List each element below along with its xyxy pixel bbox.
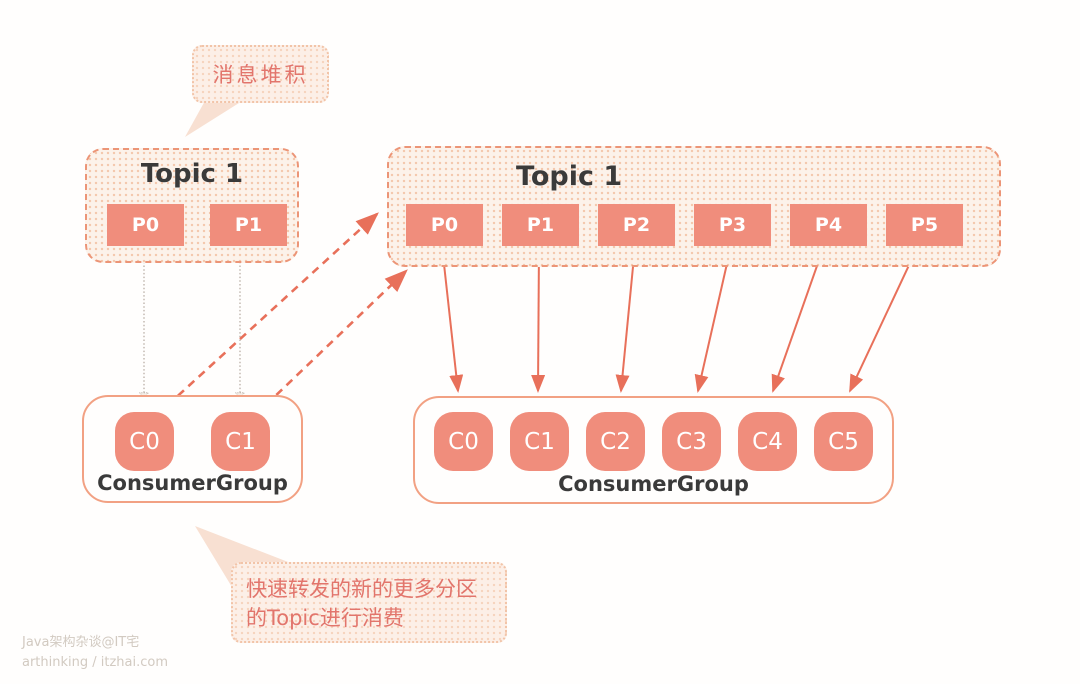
consumer-right-c2: C2 <box>586 412 645 471</box>
arrow-right-p3-c3 <box>694 245 732 393</box>
consumer-group-left-box: C0 C1 ConsumerGroup <box>82 395 303 503</box>
consumer-right-c3: C3 <box>662 412 721 471</box>
topic-right-partitions: P0 P1 P2 P3 P4 P5 <box>406 204 963 246</box>
consumer-right-c0: C0 <box>434 412 493 471</box>
topic-right-box: Topic 1 P0 P1 P2 P3 P4 P5 <box>387 146 1001 267</box>
watermark-line2: arthinking / itzhai.com <box>22 655 169 670</box>
consumer-group-right-consumers: C0 C1 C2 C3 C4 C5 <box>415 412 892 471</box>
callout-bottom-line2: 的Topic进行消费 <box>246 606 404 630</box>
arrow-right-p4-c4 <box>771 245 825 393</box>
callout-top-text: 消息堆积 <box>212 63 309 87</box>
consumer-left-c1: C1 <box>211 412 270 471</box>
consumer-group-left-consumers: C0 C1 <box>84 412 301 471</box>
partition-right-p0: P0 <box>406 204 483 246</box>
callout-fast-forward: 快速转发的新的更多分区 的Topic进行消费 <box>231 562 507 643</box>
callout-top-tail <box>185 99 239 137</box>
topic-left-partitions: P0 P1 <box>107 204 287 246</box>
partition-right-p5: P5 <box>886 204 963 246</box>
watermark-line1: Java架构杂谈@IT宅 <box>22 635 140 650</box>
topic-right-title: Topic 1 <box>516 161 623 192</box>
consumer-group-right-box: C0 C1 C2 C3 C4 C5 ConsumerGroup <box>413 396 894 504</box>
partition-right-p4: P4 <box>790 204 867 246</box>
arrow-right-p0-c0 <box>441 245 464 393</box>
watermark: Java架构杂谈@IT宅 arthinking / itzhai.com <box>22 633 168 673</box>
partition-left-p1: P1 <box>210 204 287 246</box>
partition-right-p2: P2 <box>598 204 675 246</box>
partition-left-p0: P0 <box>107 204 184 246</box>
topic-left-title: Topic 1 <box>140 159 244 189</box>
arrow-right-p5-c5 <box>849 245 919 393</box>
partition-right-p3: P3 <box>694 204 771 246</box>
partition-right-p1: P1 <box>502 204 579 246</box>
consumer-group-left-label: ConsumerGroup <box>97 471 288 495</box>
consumer-right-c1: C1 <box>510 412 569 471</box>
consumer-left-c0: C0 <box>115 412 174 471</box>
callout-bottom-line1: 快速转发的新的更多分区 <box>246 577 477 601</box>
consumer-group-right-label: ConsumerGroup <box>558 472 749 496</box>
callout-message-backlog: 消息堆积 <box>192 45 329 103</box>
consumer-right-c5: C5 <box>814 412 873 471</box>
consumer-right-c4: C4 <box>738 412 797 471</box>
topic-left-box: Topic 1 P0 P1 <box>85 148 299 263</box>
arrow-right-p2-c2 <box>615 245 636 393</box>
arrow-right-p1-c1 <box>531 245 546 393</box>
